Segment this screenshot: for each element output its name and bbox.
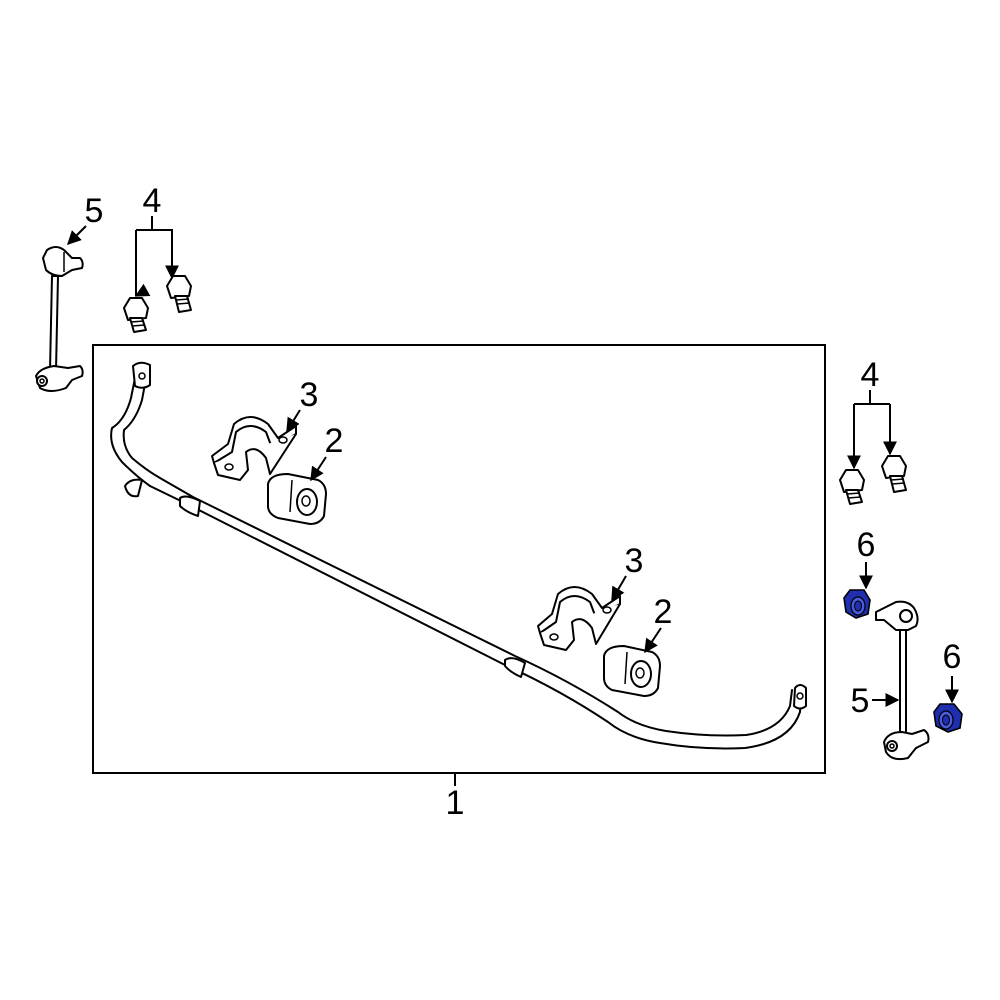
callout-1[interactable]: 1 [446, 784, 465, 822]
assembly-frame [92, 344, 826, 774]
callout-3b[interactable]: 3 [625, 542, 644, 580]
callout-5a[interactable]: 5 [85, 192, 104, 230]
bolt-left-2[interactable] [166, 275, 192, 313]
bracket-a[interactable] [211, 416, 297, 481]
bolt-left-1[interactable] [123, 297, 149, 333]
callout-5b[interactable]: 5 [851, 682, 870, 720]
bracket-b[interactable] [537, 586, 621, 651]
stabilizer-bar[interactable] [110, 361, 807, 750]
nut-lower[interactable] [933, 703, 963, 733]
nut-upper[interactable] [843, 589, 871, 619]
callout-4b[interactable]: 4 [861, 356, 880, 394]
bolt-right-2[interactable] [881, 455, 907, 493]
bolt-right-1[interactable] [839, 469, 865, 505]
callout-6b[interactable]: 6 [943, 638, 962, 676]
stabilizer-link-right[interactable] [875, 600, 930, 761]
callout-6a[interactable]: 6 [857, 526, 876, 564]
bushing-a-leader [310, 456, 327, 482]
bushing-b[interactable] [603, 645, 661, 697]
bracket-a-leader [286, 409, 301, 433]
callout-2b[interactable]: 2 [654, 593, 673, 631]
bushing-b-leader [644, 627, 662, 654]
bushing-a[interactable] [267, 473, 327, 525]
callout-4a[interactable]: 4 [143, 182, 162, 220]
callout-3a[interactable]: 3 [300, 376, 319, 414]
link-left-leader [67, 225, 87, 245]
stabilizer-link-left[interactable] [35, 246, 84, 392]
bracket-b-leader [611, 575, 627, 602]
callout-2a[interactable]: 2 [325, 422, 344, 460]
